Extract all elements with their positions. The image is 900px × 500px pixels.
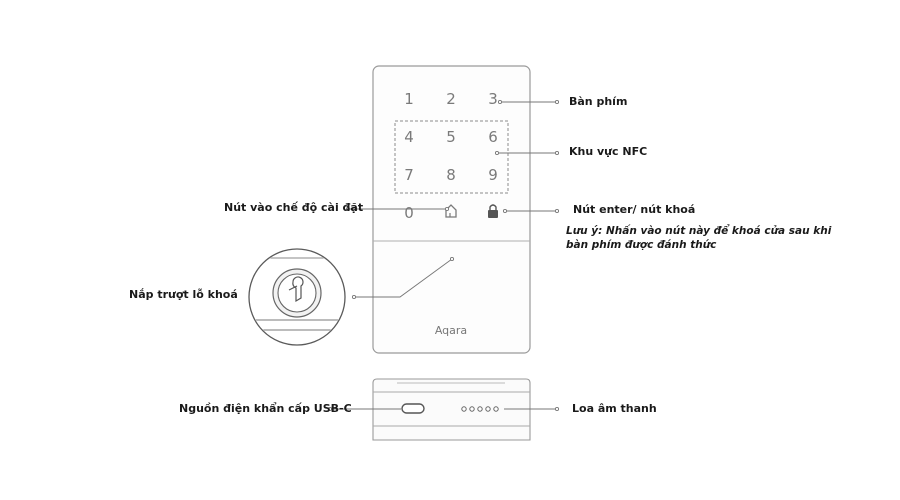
key-4[interactable]: 4 [404,128,414,146]
key-3[interactable]: 3 [488,90,498,108]
key-1[interactable]: 1 [404,90,414,108]
label-keypad: Bàn phím [569,95,628,108]
bottom-view [372,378,531,441]
label-keyhole-cover: Nắp trượt lỗ khoá [129,288,238,301]
front-panel [372,65,531,354]
speaker-hole [477,406,483,412]
speaker-hole [485,406,491,412]
note-text: Lưu ý: Nhấn vào nút này để khoá cửa sau … [566,224,831,252]
speaker-hole [469,406,475,412]
label-usb-c: Nguồn điện khẩn cấp USB-C [179,402,352,415]
label-nfc-area: Khu vực NFC [569,145,648,158]
keyhole-zoom [248,248,346,346]
label-speaker: Loa âm thanh [572,402,657,415]
key-5[interactable]: 5 [446,128,456,146]
key-6[interactable]: 6 [488,128,498,146]
key-0[interactable]: 0 [404,204,414,222]
home-icon[interactable] [445,204,457,218]
key-2[interactable]: 2 [446,90,456,108]
brand-logo: Aqara [435,324,467,337]
label-setup-button: Nút vào chế độ cài đặt [224,201,364,214]
nfc-area [394,120,509,194]
key-9[interactable]: 9 [488,166,498,184]
label-enter-lock-button: Nút enter/ nút khoá [573,203,696,216]
leader-lines [330,101,557,410]
note-line-1: Lưu ý: Nhấn vào nút này để khoá cửa sau … [566,225,832,237]
usb-c-port [401,403,425,414]
note-line-2: bàn phím được đánh thức [566,239,717,251]
speaker-hole [461,406,467,412]
lock-icon[interactable] [488,204,498,218]
leader-endpoints [327,99,560,412]
speaker-hole [493,406,499,412]
key-8[interactable]: 8 [446,166,456,184]
speaker-grille [461,406,499,412]
key-7[interactable]: 7 [404,166,414,184]
